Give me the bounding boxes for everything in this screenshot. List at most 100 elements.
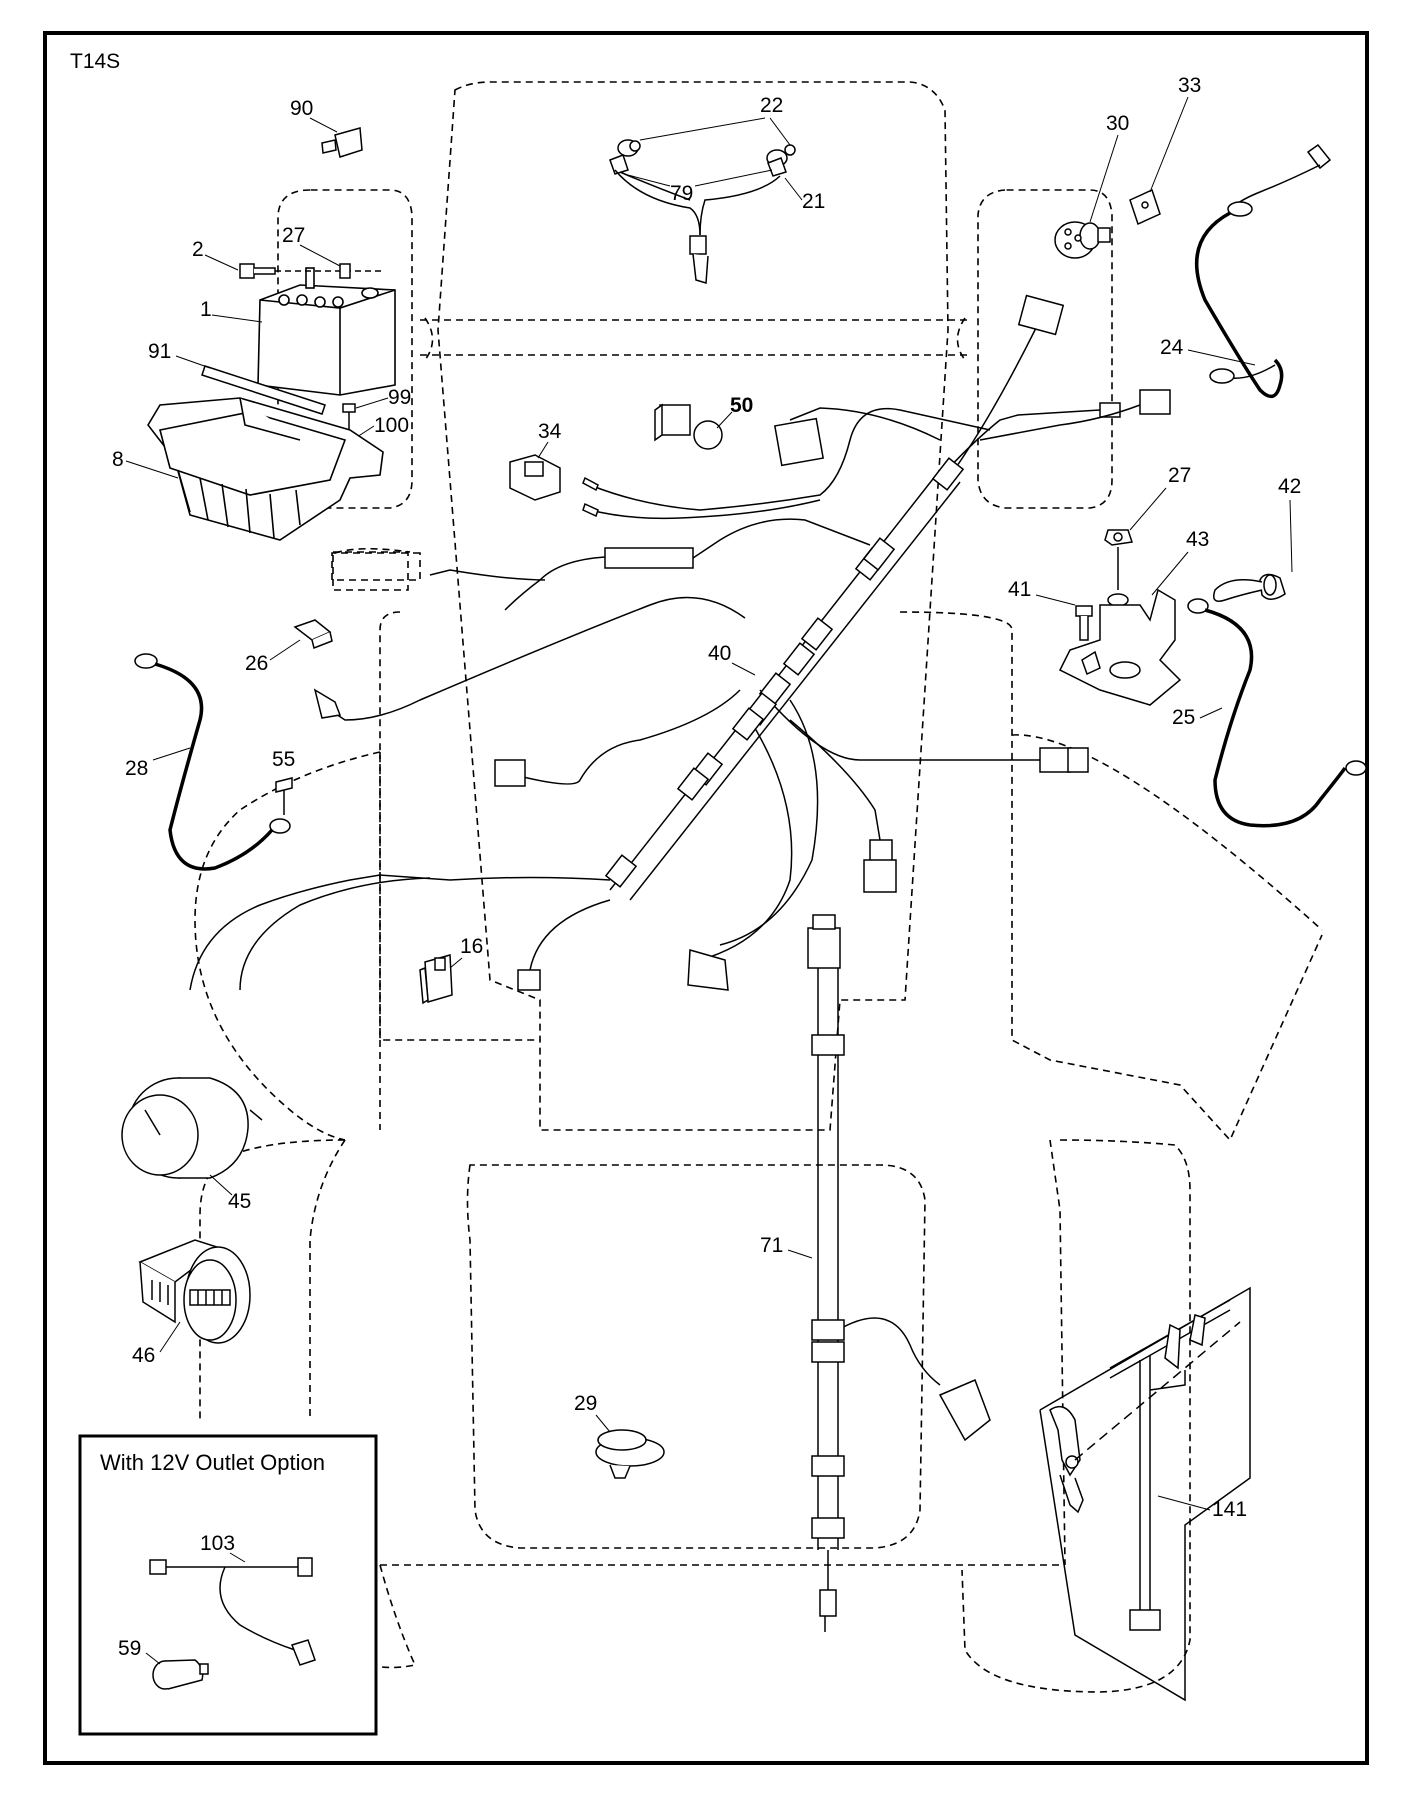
callout-27-top: 27 [282, 224, 305, 247]
diagram-frame [43, 31, 1369, 1765]
leader-42 [1289, 499, 1293, 573]
part-90-connector [321, 127, 363, 158]
part-40-main-harness [189, 294, 1171, 991]
callout-103: 103 [200, 1532, 235, 1555]
part-43-solenoid [1058, 547, 1182, 706]
callout-22: 22 [760, 94, 783, 117]
part-99-bolt [342, 403, 356, 432]
leader-22b [769, 117, 791, 146]
leader-24 [1187, 349, 1256, 366]
callout-99: 99 [388, 386, 411, 409]
part-33-keyplate [1129, 188, 1161, 226]
part-71-clips [811, 1034, 845, 1539]
callout-16: 16 [460, 935, 483, 958]
part-41-bolt [1075, 605, 1093, 641]
leader-59 [145, 1652, 161, 1665]
callout-28: 28 [125, 757, 148, 780]
inset-12v-outlet: With 12V Outlet Option 103 59 [78, 1434, 378, 1736]
leader-2 [204, 254, 239, 271]
part-27-nut [339, 263, 351, 279]
callout-1: 1 [200, 298, 212, 321]
callout-43: 43 [1186, 528, 1209, 551]
leader-103 [229, 1552, 246, 1563]
leader-34 [537, 441, 549, 459]
leader-46 [159, 1321, 181, 1353]
callout-71: 71 [760, 1234, 783, 1257]
inset-title: With 12V Outlet Option [100, 1450, 325, 1475]
part-59-socket [152, 1659, 209, 1690]
callout-26: 26 [245, 652, 268, 675]
leader-21 [784, 177, 803, 201]
leader-16 [449, 957, 463, 969]
part-141-linkage [1039, 1286, 1251, 1702]
part-91-strap [201, 365, 326, 415]
callout-45: 45 [228, 1190, 251, 1213]
callout-141: 141 [1212, 1498, 1247, 1521]
part-27-nut-right [1104, 529, 1133, 546]
leader-91 [175, 355, 211, 369]
part-25-cable [1187, 598, 1367, 828]
leader-40 [731, 662, 756, 676]
part-50-relay [654, 403, 723, 450]
callout-2: 2 [192, 238, 204, 261]
callout-25: 25 [1172, 706, 1195, 729]
callout-91: 91 [148, 340, 171, 363]
part-34-switch [509, 454, 561, 501]
part-8-battery-tray [147, 397, 384, 541]
leader-99 [355, 397, 389, 409]
callout-8: 8 [112, 448, 124, 471]
part-24-cable [1194, 143, 1332, 399]
leader-1 [211, 314, 263, 323]
callout-30: 30 [1106, 112, 1129, 135]
leader-79b [694, 169, 773, 187]
callout-50: 50 [730, 394, 753, 417]
part-16-connector [419, 954, 453, 1005]
leader-41 [1035, 594, 1076, 606]
inset-frame [78, 1434, 378, 1736]
leader-71 [787, 1249, 813, 1259]
callout-90: 90 [290, 97, 313, 120]
leader-27-top [299, 244, 341, 267]
callout-42: 42 [1278, 475, 1301, 498]
leader-29 [595, 1414, 611, 1433]
leader-22a [639, 117, 766, 141]
part-1-battery [257, 267, 396, 396]
leader-28 [152, 747, 191, 761]
leader-26 [269, 639, 301, 661]
part-55-bolt [275, 777, 293, 815]
leader-33 [1149, 96, 1189, 193]
leader-100 [356, 425, 375, 438]
leader-27-right [1129, 487, 1167, 531]
callout-21: 21 [802, 190, 825, 213]
callout-27-right: 27 [1168, 464, 1191, 487]
callout-33: 33 [1178, 74, 1201, 97]
callout-34: 34 [538, 420, 562, 443]
leader-30 [1089, 134, 1119, 223]
callout-100: 100 [374, 414, 409, 437]
part-28-cable [134, 653, 291, 871]
leader-43 [1151, 551, 1189, 596]
leader-45 [209, 1174, 233, 1196]
harness-clips [604, 457, 965, 888]
part-42-boot [1213, 573, 1286, 602]
part-2-bolt [239, 263, 385, 279]
callout-55: 55 [272, 748, 295, 771]
callout-40: 40 [708, 642, 731, 665]
diagram-code: T14S [70, 50, 120, 73]
part-29-button [595, 1429, 665, 1479]
callout-59: 59 [118, 1637, 141, 1660]
part-26-fuse [293, 619, 333, 650]
callout-24: 24 [1160, 336, 1184, 359]
leader-50 [716, 411, 733, 429]
callout-46: 46 [132, 1344, 155, 1367]
part-45-gauge [121, 1077, 263, 1179]
part-103-outlet-harness [149, 1557, 316, 1666]
leader-25 [1199, 707, 1223, 719]
part-71-rear-harness [807, 914, 991, 1632]
callout-79: 79 [670, 182, 693, 205]
callout-29: 29 [574, 1392, 597, 1415]
part-46-hour-meter [138, 1239, 251, 1344]
part-21-22-light-harness [609, 139, 796, 284]
